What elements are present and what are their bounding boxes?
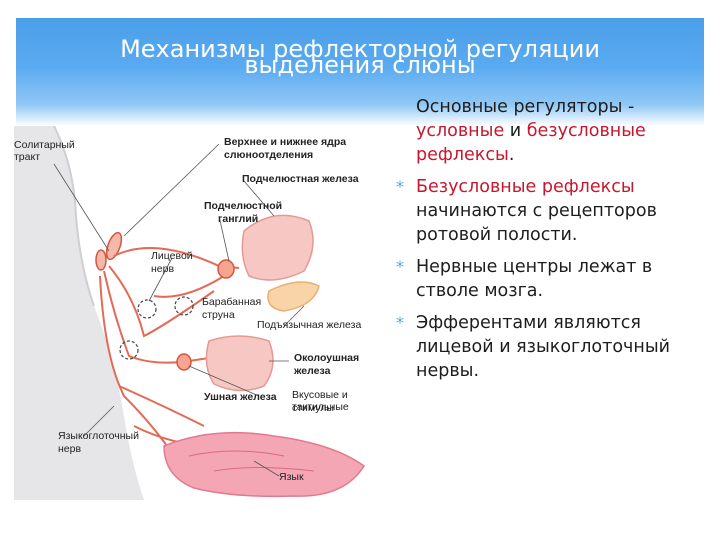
text-and: и [504,121,527,141]
salivary-nucleus-upper [105,231,123,261]
text-receptors: начинаются с рецепторов ротовой полости. [416,201,657,245]
text-period: . [508,145,515,165]
slide-title-line1: Механизмы рефлекторной регуляции [120,35,600,63]
bullet-item: * Безусловные рефлексы начинаются с рецеп… [394,175,716,247]
text-unconditioned-start: Безусловные рефлексы [416,177,635,197]
label-facial-nerve-2: нерв [151,263,175,275]
head-silhouette [14,126,144,500]
bullet-star-icon: * [396,313,404,332]
label-tongue: Язык [279,471,304,483]
label-glossopharyngeal-1: Языкоглоточный [58,430,139,442]
nerve-paths [99,247,240,457]
text-conditioned: условные [416,121,505,141]
label-solitary-tract: Солитарный тракт [14,139,75,163]
paragraph-main-regulators: Основные регуляторы - условные и безусло… [394,95,716,167]
label-otic-gland: Ушная железа [204,391,277,403]
text-efferents: Эфферентами являются лицевой и языкоглот… [416,313,671,381]
anatomy-illustration [14,126,366,500]
text-regulators-intro: Основные регуляторы - [416,97,635,117]
label-glossopharyngeal-2: нерв [58,443,82,455]
label-parotid-gland-1: Околоушная [294,352,360,364]
bullet-star-icon: * [396,177,404,196]
submandibular-ganglion [217,259,235,279]
title-banner [16,18,704,126]
otic-ganglion [176,353,192,371]
label-stimuli-1: Вкусовые и тактильные [292,389,349,413]
label-submandibular-gland: Подчелюстная железа [242,173,359,185]
slide-title-line2: выделения слюны [244,51,476,79]
label-parotid-gland-2: железа [294,365,331,377]
label-sublingual-gland: Подъязычная железа [257,319,362,331]
label-salivary-nuclei-2: слюноотделения [224,149,314,161]
label-ganglion-2: ганглий [218,213,259,225]
label-ganglion-1: Подчелюстной [204,200,283,212]
bullet-text-block: Основные регуляторы - условные и безусло… [394,95,716,391]
text-unconditioned-reflexes: безусловные рефлексы [416,121,646,165]
bullet-star-icon: * [396,257,404,276]
label-salivary-nuclei-1: Верхнее и нижнее ядра [224,136,347,148]
label-chorda-tympani-1: Барабанная [202,296,262,308]
label-facial-nerve-1: Лицевой [151,250,193,262]
parotid-gland [205,335,274,392]
text-nerve-centers: Нервные центры лежат в стволе мозга. [416,257,653,301]
salivary-nucleus-lower [95,249,107,271]
label-chorda-tympani-2: струна [202,309,235,321]
label-stimuli-2: стимулы [292,402,334,414]
bullet-item: * Эфферентами являются лицевой и языкогло… [394,311,716,383]
sublingual-gland [267,281,320,312]
tongue-shape [163,431,366,498]
bullet-item: * Нервные центры лежат в стволе мозга. [394,255,716,303]
salivary-reflex-diagram: Солитарный тракт Верхнее и нижнее ядра с… [14,126,386,500]
submandibular-gland [241,214,314,281]
